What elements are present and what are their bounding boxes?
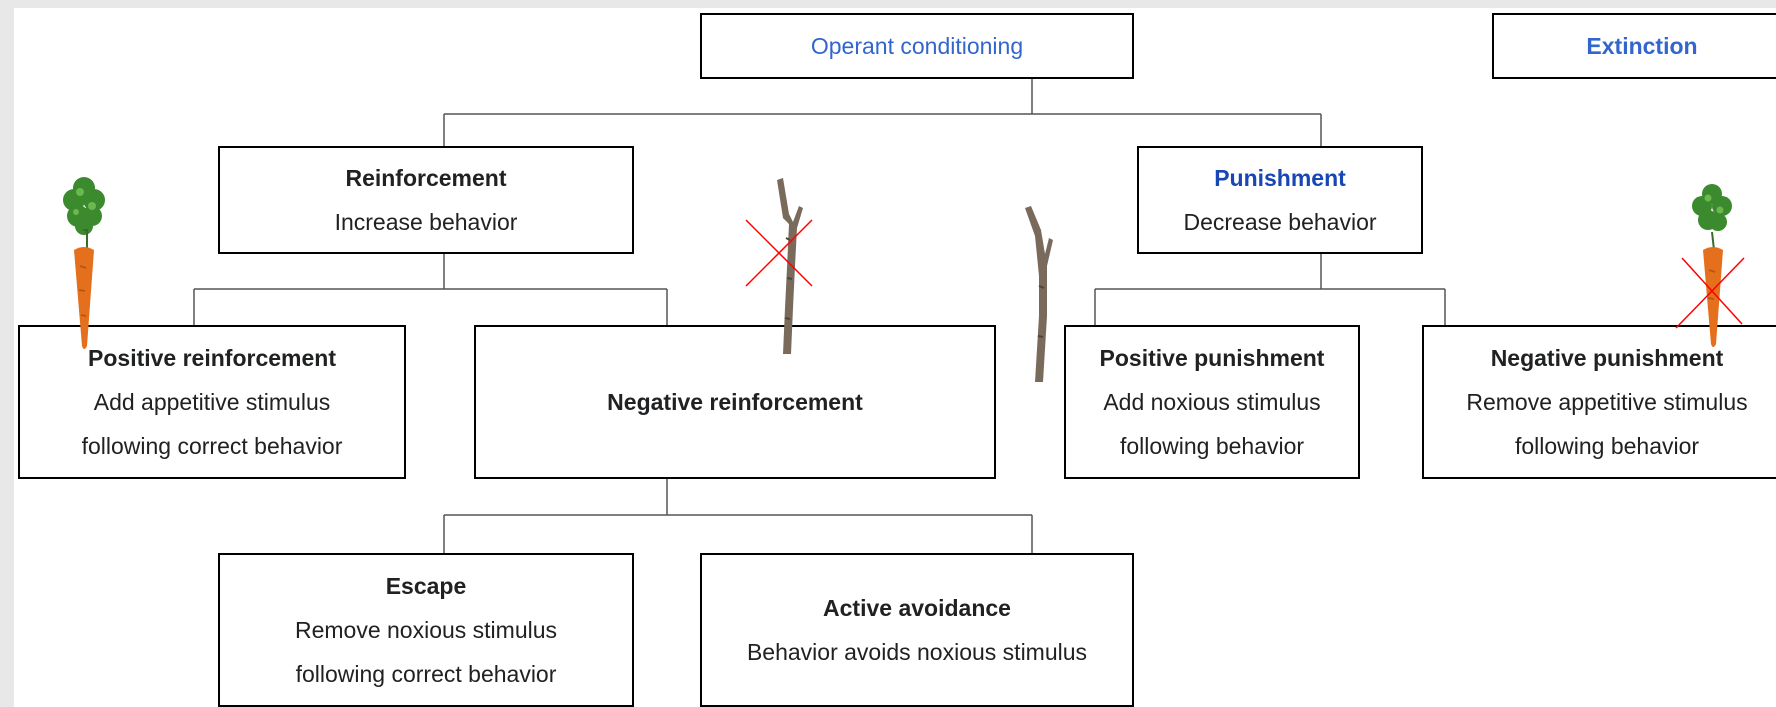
carrot-icon bbox=[1692, 184, 1732, 347]
escape-line2: following correct behavior bbox=[295, 661, 557, 687]
positive-reinforcement-title: Positive reinforcement bbox=[88, 345, 336, 371]
positive-reinforcement-box: Positive reinforcement Add appetitive st… bbox=[18, 325, 406, 479]
positive-punishment-line1: Add noxious stimulus bbox=[1103, 389, 1321, 415]
connector-lines bbox=[193, 79, 1446, 553]
reinforcement-title: Reinforcement bbox=[345, 165, 507, 191]
negative-punishment-box: Negative punishment Remove appetitive st… bbox=[1422, 325, 1776, 479]
negative-punishment-line2: following behavior bbox=[1514, 433, 1700, 459]
positive-reinforcement-line1: Add appetitive stimulus bbox=[93, 389, 331, 415]
active-avoidance-title: Active avoidance bbox=[823, 595, 1011, 621]
escape-title: Escape bbox=[385, 573, 467, 599]
positive-punishment-box: Positive punishment Add noxious stimulus… bbox=[1064, 325, 1360, 479]
reinforcement-desc: Increase behavior bbox=[334, 209, 518, 235]
escape-line1: Remove noxious stimulus bbox=[294, 617, 558, 643]
operant-conditioning-link[interactable]: Operant conditioning bbox=[810, 33, 1024, 59]
positive-punishment-title: Positive punishment bbox=[1099, 345, 1325, 371]
carrot-icon bbox=[63, 177, 105, 349]
punishment-desc: Decrease behavior bbox=[1183, 209, 1377, 235]
operant-conditioning-box[interactable]: Operant conditioning bbox=[700, 13, 1134, 79]
punishment-link[interactable]: Punishment bbox=[1214, 165, 1346, 191]
red-x-icon bbox=[745, 219, 813, 287]
red-x-icon bbox=[1675, 257, 1745, 329]
stick-icon bbox=[1025, 206, 1053, 382]
stick-icon bbox=[777, 178, 803, 354]
extinction-link[interactable]: Extinction bbox=[1586, 33, 1698, 59]
negative-punishment-line1: Remove appetitive stimulus bbox=[1466, 389, 1748, 415]
reinforcement-box: Reinforcement Increase behavior bbox=[218, 146, 634, 254]
negative-reinforcement-title: Negative reinforcement bbox=[607, 389, 863, 415]
positive-punishment-line2: following behavior bbox=[1119, 433, 1305, 459]
positive-reinforcement-line2: following correct behavior bbox=[81, 433, 343, 459]
punishment-box[interactable]: Punishment Decrease behavior bbox=[1137, 146, 1423, 254]
diagram-canvas: Operant conditioning Extinction Reinforc… bbox=[14, 8, 1776, 707]
extinction-box[interactable]: Extinction bbox=[1492, 13, 1776, 79]
negative-reinforcement-box: Negative reinforcement bbox=[474, 325, 996, 479]
escape-box: Escape Remove noxious stimulus following… bbox=[218, 553, 634, 707]
active-avoidance-box: Active avoidance Behavior avoids noxious… bbox=[700, 553, 1134, 707]
active-avoidance-line1: Behavior avoids noxious stimulus bbox=[746, 639, 1088, 665]
negative-punishment-title: Negative punishment bbox=[1490, 345, 1724, 371]
